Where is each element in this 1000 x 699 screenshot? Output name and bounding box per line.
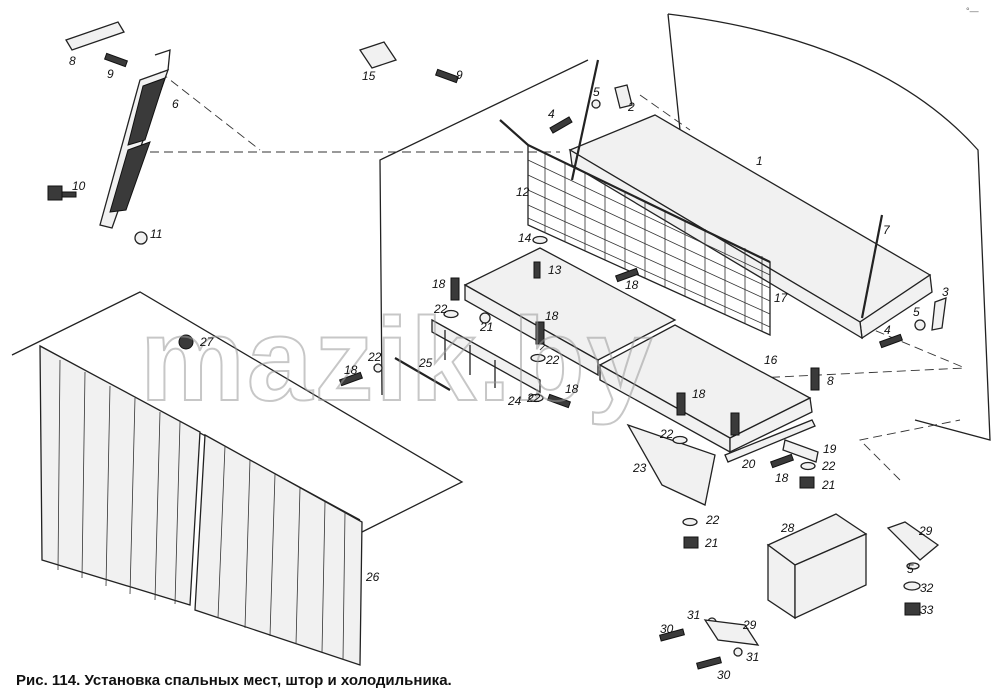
callout-label: 29	[918, 524, 933, 538]
callout-label: 10	[72, 179, 86, 193]
strap-5	[570, 59, 600, 181]
callout-label: 9	[456, 68, 463, 82]
curtain-rail	[11, 291, 464, 559]
corner-mark: °—	[966, 6, 979, 16]
callout-label: 21	[704, 536, 718, 550]
watermark: mazik.by	[140, 294, 654, 426]
callout-label: 30	[660, 622, 674, 636]
callout-label: 30	[717, 668, 731, 682]
callout-label: 23	[632, 461, 647, 475]
curtain-26	[39, 344, 363, 666]
callout-labels: 1 2 3 4 4 5 5 5 6 7 8 8 9 9 10 11 12 13 …	[69, 54, 949, 682]
callout-label: 2	[627, 100, 635, 114]
rod-24	[394, 357, 451, 391]
callout-label: 22	[705, 513, 720, 527]
plate-8	[65, 21, 125, 51]
strap-7	[860, 214, 884, 319]
callout-label: 18	[625, 278, 639, 292]
callout-label: 18	[775, 471, 789, 485]
callout-label: 3	[942, 285, 949, 299]
callout-label: 26	[365, 570, 380, 584]
fastener-27	[178, 334, 194, 350]
callout-label: 22	[659, 427, 674, 441]
bracket-3	[931, 297, 947, 331]
callout-label: 1	[756, 154, 763, 168]
callout-label: 18	[344, 363, 358, 377]
bracket-2	[614, 84, 633, 109]
rail-20	[724, 419, 816, 463]
bracket-19	[782, 439, 819, 463]
callout-label: 32	[920, 581, 934, 595]
callout-label: 14	[518, 231, 532, 245]
figure-caption: Рис. 114. Установка спальных мест, штор …	[16, 672, 452, 689]
bracket-15	[358, 41, 398, 69]
callout-label: 25	[418, 356, 433, 370]
callout-label: 33	[920, 603, 934, 617]
bracket-29-upper	[886, 521, 940, 561]
callout-label: 31	[746, 650, 759, 664]
callout-label: 20	[741, 457, 756, 471]
callout-label: 7	[883, 223, 891, 237]
support-23	[626, 423, 716, 506]
callout-label: 21	[821, 478, 835, 492]
callout-label: 22	[367, 350, 382, 364]
callout-label: 12	[516, 185, 530, 199]
callout-label: 4	[884, 323, 891, 337]
callout-label: 29	[742, 618, 757, 632]
callout-label: 31	[687, 608, 700, 622]
strap-6	[99, 49, 171, 229]
callout-label: 18	[545, 309, 559, 323]
callout-label: 22	[526, 391, 541, 405]
frame-bracket-25	[431, 318, 541, 394]
callout-label: 5	[593, 85, 600, 99]
callout-label: 21	[479, 320, 493, 334]
refrigerator-28	[766, 513, 868, 620]
callout-label: 9	[107, 67, 114, 81]
fasteners	[47, 52, 926, 670]
callout-label: 13	[548, 263, 562, 277]
cab-rear-wall	[667, 13, 991, 441]
callout-label: 22	[545, 353, 560, 367]
bracket-29-lower	[703, 619, 760, 646]
callout-label: 27	[199, 335, 215, 349]
callout-label: 18	[692, 387, 706, 401]
callout-label: 19	[823, 442, 837, 456]
callout-label: 24	[507, 394, 522, 408]
callout-label: 6	[172, 97, 179, 111]
callout-label: 5	[913, 305, 920, 319]
safety-net	[499, 119, 771, 337]
callout-label: 4	[548, 107, 555, 121]
callout-label: 18	[432, 277, 446, 291]
callout-label: 22	[433, 302, 448, 316]
callout-label: 22	[821, 459, 836, 473]
callout-label: 11	[150, 227, 162, 241]
callout-label: 28	[780, 521, 795, 535]
callout-label: 8	[827, 374, 834, 388]
lower-cushion-left	[463, 247, 677, 377]
callout-label: 16	[764, 353, 778, 367]
callout-label: 17	[774, 291, 789, 305]
side-panel	[379, 59, 589, 396]
callout-label: 18	[565, 382, 579, 396]
callout-label: 8	[69, 54, 76, 68]
callout-label: 15	[362, 69, 376, 83]
lower-cushion-right	[598, 324, 813, 454]
upper-bunk	[568, 114, 933, 340]
callout-label: 5	[907, 562, 914, 576]
